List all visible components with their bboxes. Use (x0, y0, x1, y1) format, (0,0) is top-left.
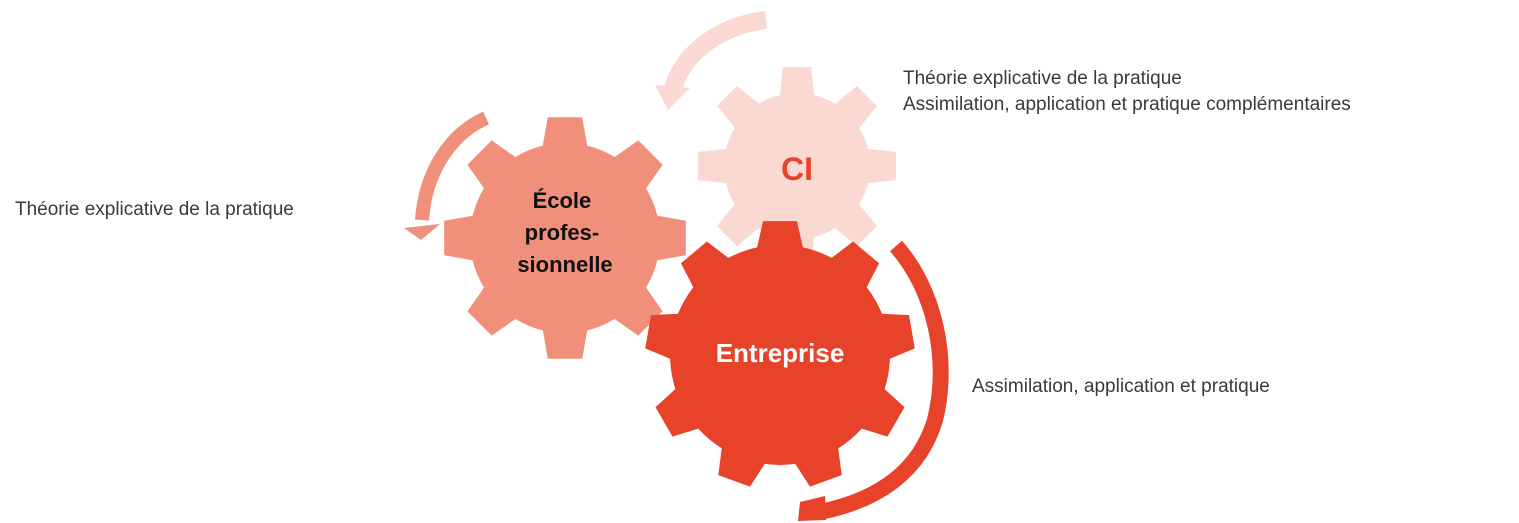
ecole-label-line-3: sionnelle (517, 252, 612, 277)
ecole-gear-label: École profes- sionnelle (517, 188, 612, 277)
ci-gear-label: CI (781, 151, 813, 187)
ci-cycle-arrowhead (655, 85, 690, 110)
ci-description-line-1: Théorie explicative de la pratique (903, 68, 1182, 89)
ecole-gear (444, 117, 686, 359)
ecole-description: Théorie explicative de la pratique (15, 199, 294, 220)
entreprise-gear (645, 221, 915, 487)
entreprise-cycle-arrow (818, 240, 949, 520)
entreprise-gear-label: Entreprise (716, 338, 845, 368)
entreprise-description: Assimilation, application et pratique (972, 376, 1270, 397)
ecole-label-line-2: profes- (525, 220, 600, 245)
ecole-cycle-arrowhead (404, 224, 440, 240)
ci-description-line-2: Assimilation, application et pratique co… (903, 94, 1351, 115)
ecole-label-line-1: École (533, 188, 592, 213)
ci-description: Théorie explicative de la pratique Assim… (903, 66, 1351, 118)
entreprise-cycle-arrowhead (798, 496, 826, 521)
ci-cycle-arrow (663, 11, 768, 97)
ci-gear (698, 67, 896, 265)
ecole-cycle-arrow (415, 111, 490, 221)
